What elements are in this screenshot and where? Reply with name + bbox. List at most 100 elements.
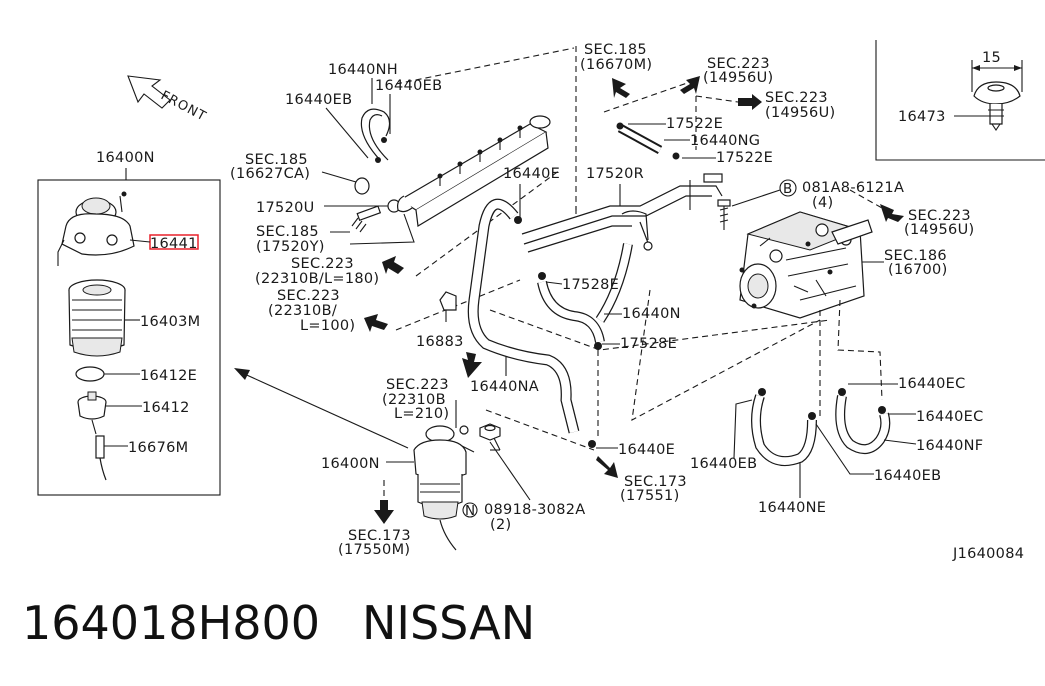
- label-16440NH: 16440NH: [328, 62, 398, 78]
- hose-16440NF-icon: [835, 388, 891, 455]
- label-sec185-b2: (17520Y): [256, 239, 325, 255]
- nut-circle-letter: N: [465, 503, 475, 519]
- label-bolt-code: 081A8-6121A: [802, 180, 904, 196]
- arrow-sec223-d: [738, 94, 762, 110]
- label-16440NG: 16440NG: [690, 133, 760, 149]
- arrow-sec223-e: [880, 204, 904, 222]
- label-16403M: 16403M: [140, 314, 200, 330]
- label-17520U: 17520U: [256, 200, 315, 216]
- part-number: 164018H800: [22, 596, 320, 650]
- label-16400N-bottom: 16400N: [321, 456, 380, 472]
- filter-assembly-icon: [413, 425, 475, 551]
- front-label: FRONT: [158, 88, 209, 124]
- label-sec223-f1: SEC.223: [386, 377, 449, 393]
- label-16440NE: 16440NE: [758, 500, 826, 516]
- label-sec173-b1: SEC.173: [348, 528, 411, 544]
- label-sec223-b1: SEC.223: [277, 288, 340, 304]
- label-16412E: 16412E: [140, 368, 197, 384]
- fuel-system-diagram: FRONT 16400N 16441 16403M: [37, 40, 1045, 562]
- label-16883: 16883: [416, 334, 464, 350]
- fuel-pipe-assembly-icon: [521, 173, 723, 253]
- nut-icon: [479, 423, 501, 441]
- label-dim-15: 15: [982, 50, 1001, 66]
- arrow-sec173-a: [596, 456, 618, 478]
- label-sec223-a2: (22310B/L=180): [255, 271, 379, 287]
- part-caption: 164018H800 NISSAN: [22, 596, 535, 650]
- explode-arrow: [234, 368, 409, 449]
- feed-hose-16440NA-icon: [467, 198, 580, 434]
- label-sec223-e1: SEC.223: [908, 208, 971, 224]
- bolt-small-icon: [351, 205, 382, 233]
- label-sec173-a1: SEC.173: [624, 474, 687, 490]
- label-nut-code: 08918-3082A: [484, 502, 585, 518]
- label-sec173-a2: (17551): [620, 488, 680, 504]
- clip-16883-icon: [439, 291, 457, 322]
- label-sec223-b2: (22310B/: [268, 303, 337, 319]
- label-sec223-f3: L=210): [394, 406, 449, 422]
- label-16440E-b: 16440E: [618, 442, 675, 458]
- label-sec223-d2: (14956U): [765, 105, 835, 121]
- arrow-sec223-a: [382, 256, 404, 274]
- clip-inset-box: 15 16473: [875, 40, 1045, 161]
- brand-name: NISSAN: [362, 596, 536, 650]
- bolt-circle-letter: B: [783, 181, 792, 197]
- filter-exploded-box: 16400N 16441 16403M 16412E: [37, 150, 221, 496]
- label-17528E-a: 17528E: [562, 277, 619, 293]
- label-nut-qty: (2): [490, 517, 511, 533]
- label-sec223-c2: (14956U): [703, 70, 773, 86]
- filter-cartridge-icon: [68, 279, 126, 357]
- return-hose-icon: [360, 108, 391, 161]
- label-17522E-b: 17522E: [716, 150, 773, 166]
- label-sec186-1: SEC.186: [884, 248, 947, 264]
- label-bolt-qty: (4): [812, 195, 833, 211]
- hose-16440EB-right-icon: [751, 388, 817, 466]
- label-16440E-a: 16440E: [503, 166, 560, 182]
- short-hose-16440NG-icon: [616, 122, 680, 160]
- grommet-icon: [354, 177, 370, 195]
- label-sec185-c1: SEC.185: [584, 42, 647, 58]
- o-ring-icon: [75, 366, 105, 382]
- hose-16440N-icon: [537, 243, 633, 350]
- arrow-sec185-c: [612, 78, 630, 98]
- label-sec223-c1: SEC.223: [707, 56, 770, 72]
- label-sec185-a1: SEC.185: [245, 152, 308, 168]
- label-16441: 16441: [150, 236, 198, 252]
- label-16412: 16412: [142, 400, 190, 416]
- nut-callout: N 08918-3082A (2): [462, 441, 585, 533]
- label-sec173-b2: (17550M): [338, 542, 410, 558]
- label-16440EC-b: 16440EC: [916, 409, 984, 425]
- label-17522E-a: 17522E: [666, 116, 723, 132]
- label-16440EB-a: 16440EB: [285, 92, 352, 108]
- arrow-down-hose: [462, 352, 482, 378]
- diagram-ref-code: J1640084: [952, 546, 1024, 562]
- filter-head-icon: [57, 191, 135, 266]
- front-arrow: FRONT: [127, 75, 209, 125]
- label-16440EC-a: 16440EC: [898, 376, 966, 392]
- label-sec185-b1: SEC.185: [256, 224, 319, 240]
- label-16440EB-b: 16440EB: [375, 78, 442, 94]
- label-16676M: 16676M: [128, 440, 188, 456]
- arrow-sec223-c: [680, 76, 700, 94]
- label-16440NF: 16440NF: [916, 438, 983, 454]
- label-sec186-2: (16700): [888, 262, 948, 278]
- label-16440EB-c: 16440EB: [690, 456, 757, 472]
- label-16473: 16473: [898, 109, 946, 125]
- injector-rail-icon: [397, 115, 551, 227]
- label-16400N-top: 16400N: [96, 150, 155, 166]
- hose-16440E-lower-icon: [588, 440, 618, 449]
- label-16440N: 16440N: [622, 306, 681, 322]
- label-sec223-d1: SEC.223: [765, 90, 828, 106]
- clip-16473-icon: [973, 81, 1021, 131]
- drain-hose-icon: [95, 435, 107, 481]
- arrow-sec223-b: [364, 314, 388, 332]
- label-sec185-a2: (16627CA): [230, 166, 310, 182]
- arrow-sec173-b: [374, 500, 394, 524]
- label-sec223-a1: SEC.223: [291, 256, 354, 272]
- label-sec223-f2: (22310B: [382, 392, 446, 408]
- label-17520R: 17520R: [586, 166, 644, 182]
- injection-pump-icon: [739, 211, 873, 319]
- sensor-icon: [77, 391, 107, 435]
- label-sec223-e2: (14956U): [904, 222, 974, 238]
- label-16440EB-d: 16440EB: [874, 468, 941, 484]
- label-sec223-b3: L=100): [300, 318, 355, 334]
